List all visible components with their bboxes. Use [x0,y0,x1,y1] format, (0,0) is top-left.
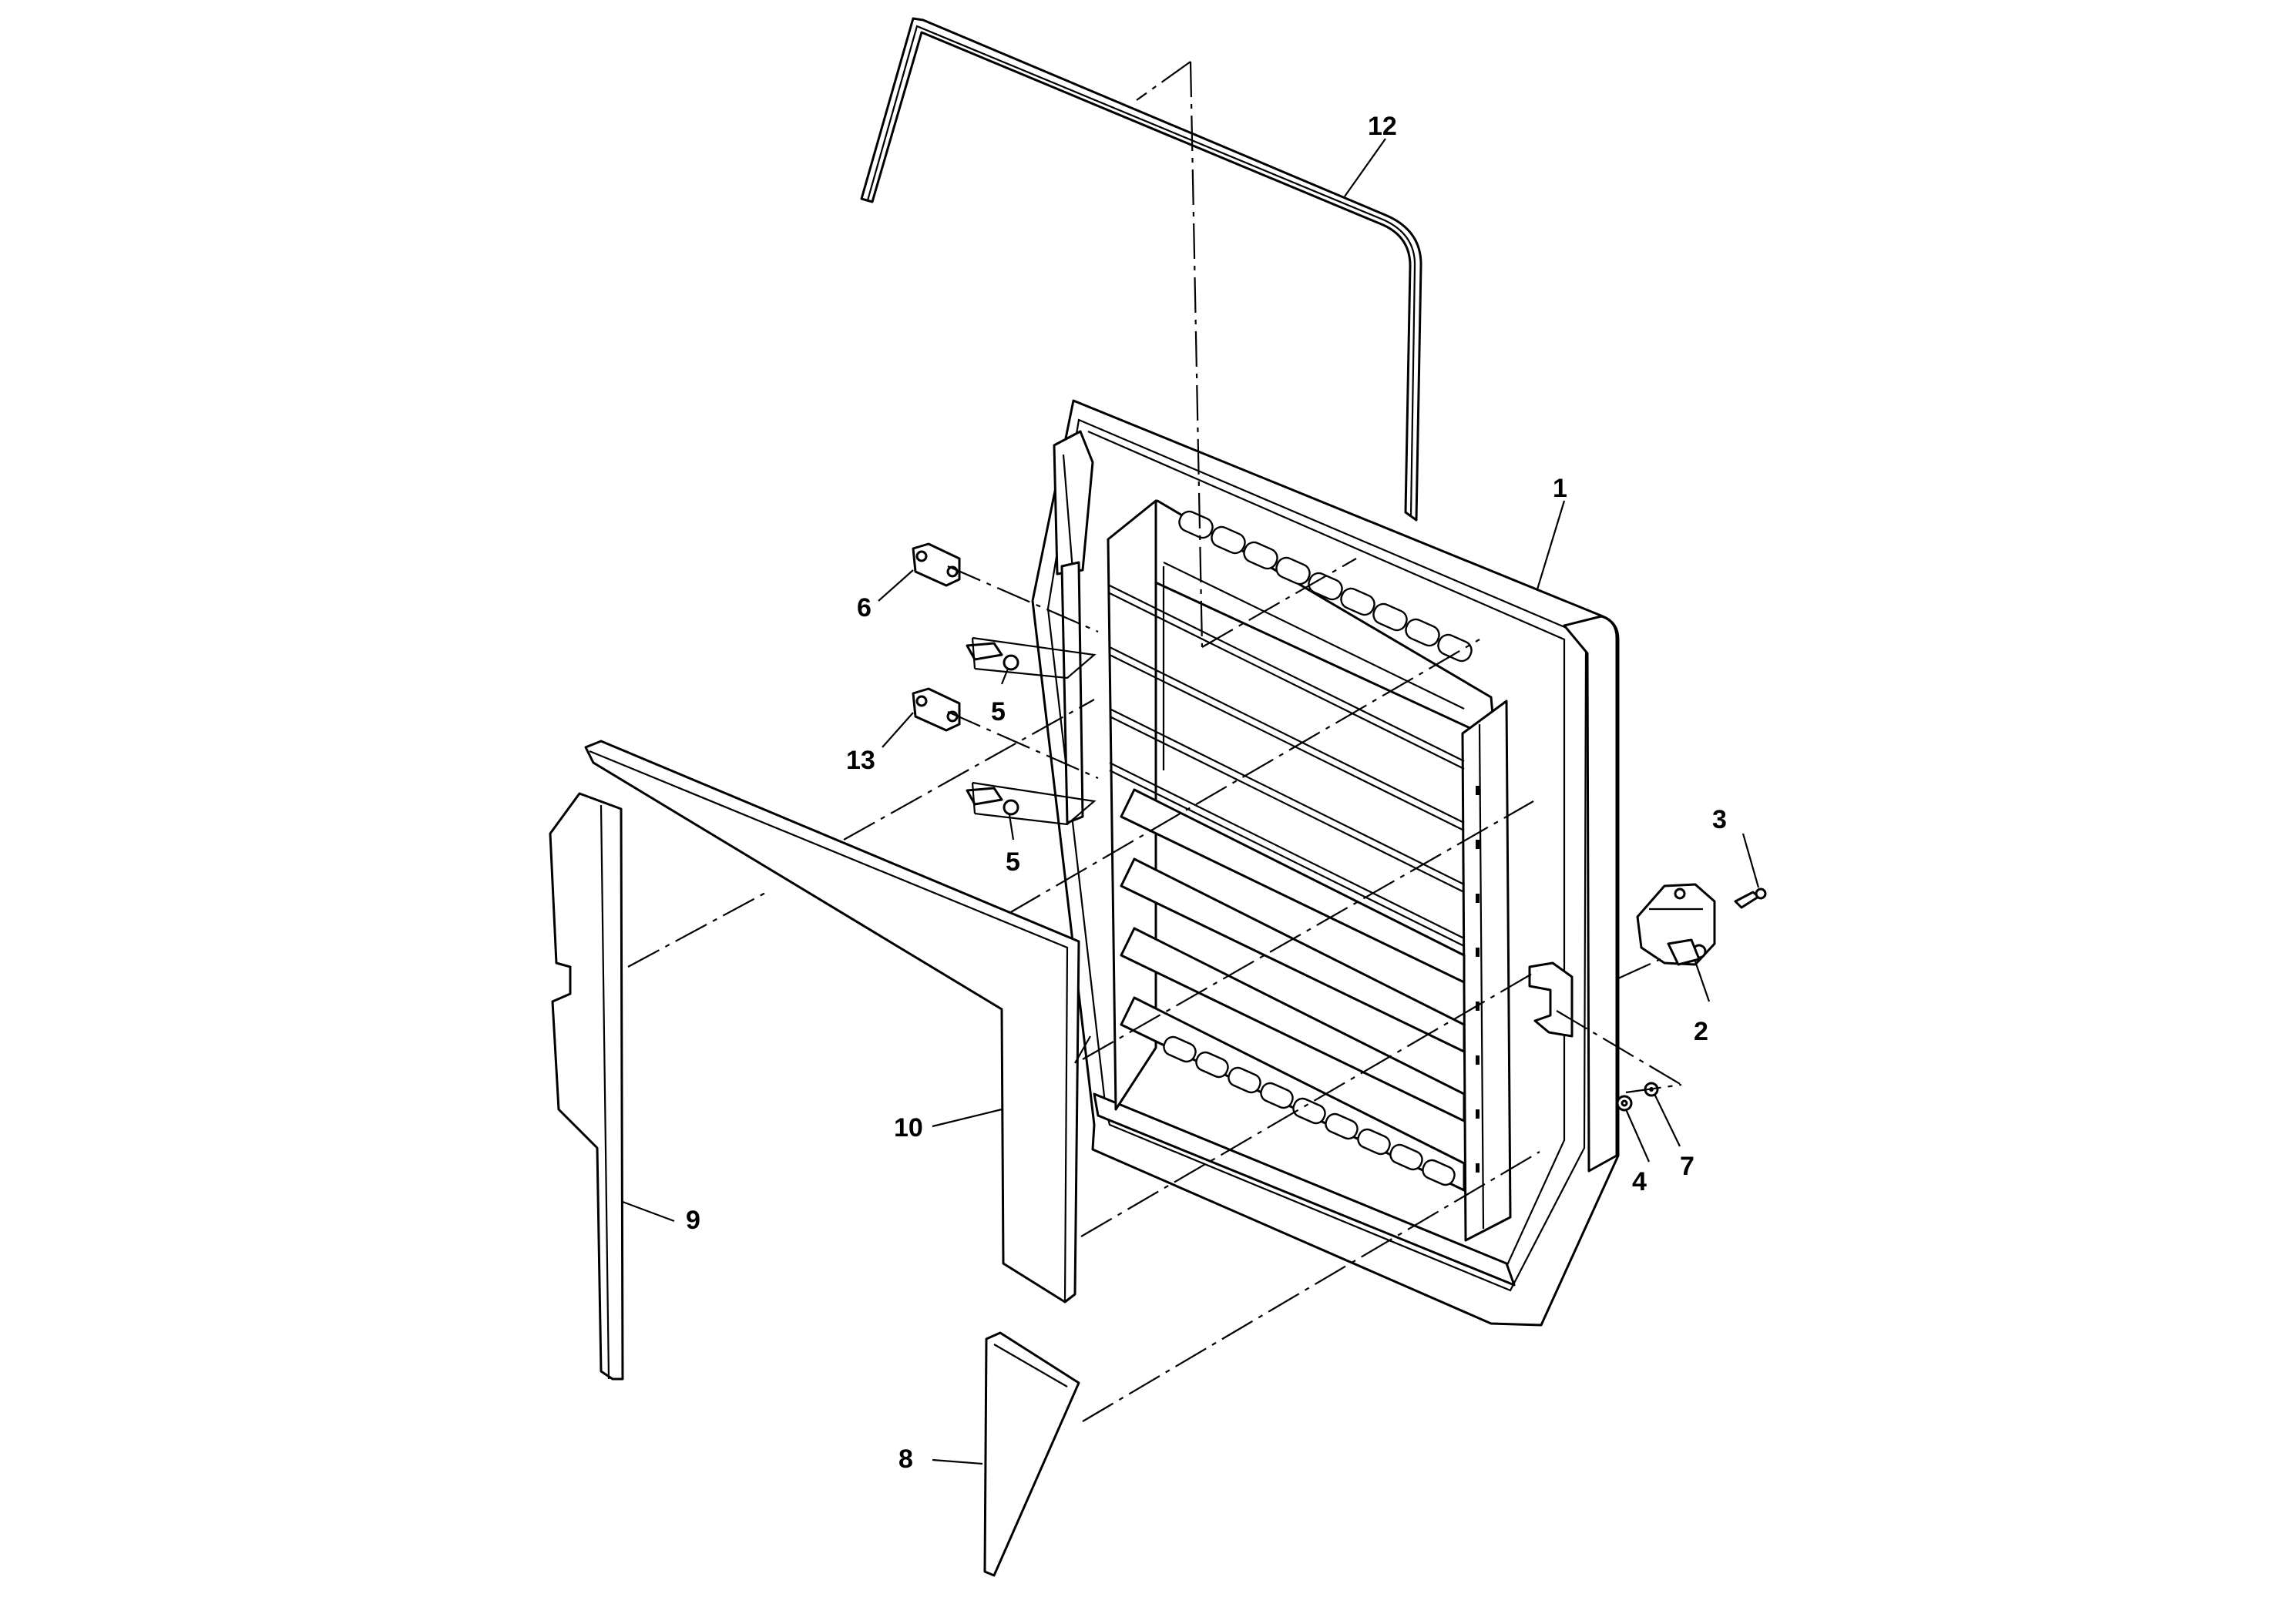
part-3-screw [1734,887,1767,909]
part-2-latch [1636,883,1716,966]
part-4-nut [1616,1095,1633,1112]
louvre-insert [1107,499,1574,1242]
callout-5-lower: 5 [1006,847,1020,877]
bottom-slots [1163,1035,1456,1186]
callout-1: 1 [1553,474,1567,503]
part-8-wedge [983,1331,1080,1577]
hinge-mount-outline-upper [972,636,1097,679]
upper-slats [1109,562,1465,947]
top-slots [1178,510,1473,663]
callout-4: 4 [1632,1167,1647,1196]
hinge-mount-outline-lower [972,781,1097,826]
callout-7: 7 [1680,1152,1694,1181]
part-12-seal-strip [860,17,1422,522]
leader-lines [622,138,1760,1465]
callout-8: 8 [898,1444,913,1474]
callout-5-upper: 5 [991,697,1006,726]
callout-12: 12 [1368,112,1397,141]
assembly-lines [627,61,1682,1422]
part-5-bolt-lower [966,782,1019,816]
part-9-side-panel [549,792,624,1381]
callout-2: 2 [1694,1017,1708,1046]
louvre-blades [1120,788,1466,1192]
part-10-top-panel [584,740,1080,1304]
callout-6: 6 [857,593,872,622]
callout-10: 10 [894,1113,923,1143]
callout-9: 9 [686,1206,700,1235]
callout-labels: 1 2 3 4 5 5 6 7 8 9 10 12 13 [686,112,1727,1474]
callout-13: 13 [846,746,875,775]
part-6-hinge [912,542,961,587]
part-5-bolt-upper [966,637,1019,671]
part-13-hinge [912,687,961,732]
callout-3: 3 [1712,805,1727,834]
